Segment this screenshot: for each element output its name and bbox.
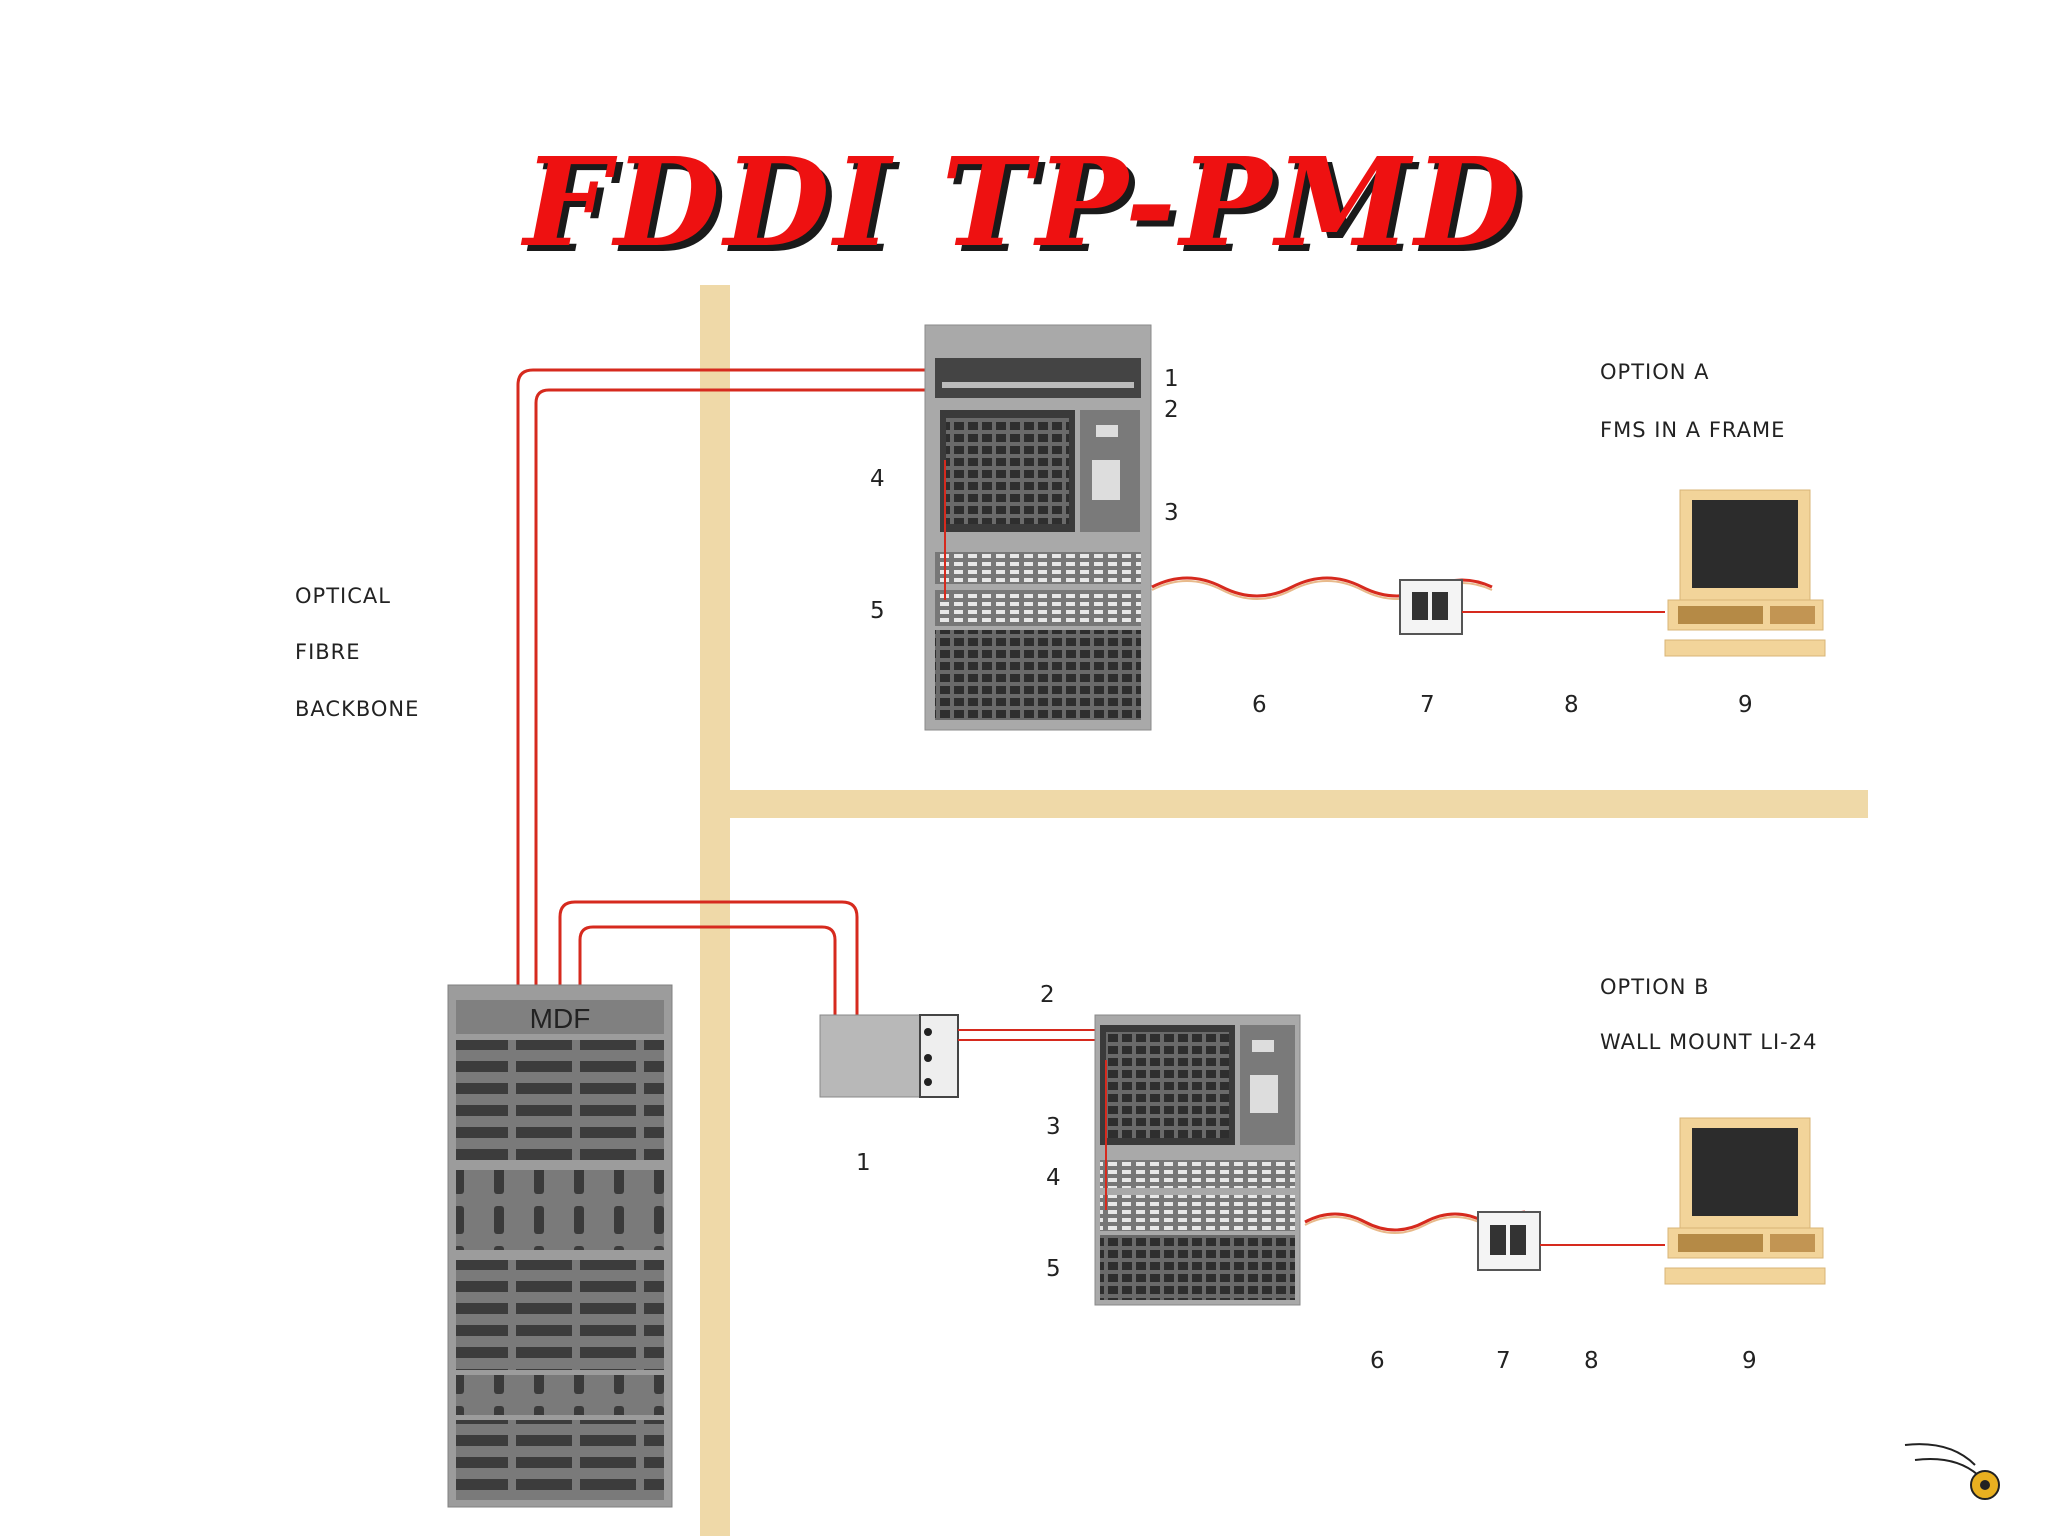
backbone-label-1: OPTICAL bbox=[295, 584, 391, 608]
option-a-num-8: 8 bbox=[1564, 692, 1579, 718]
option-b-link bbox=[1304, 1117, 1826, 1285]
option-a-num-4: 4 bbox=[870, 466, 885, 492]
backbone-label-2: FIBRE bbox=[295, 640, 361, 664]
workstation-b bbox=[1664, 1117, 1826, 1285]
option-b-num-2: 2 bbox=[1040, 982, 1055, 1008]
option-a-num-1: 1 bbox=[1164, 366, 1179, 392]
option-b-num-9: 9 bbox=[1742, 1348, 1757, 1374]
fibre-cable-upper-2 bbox=[534, 388, 925, 985]
option-a-num-9: 9 bbox=[1738, 692, 1753, 718]
wall-outlet-b bbox=[1477, 1211, 1541, 1271]
option-a-num-3: 3 bbox=[1164, 500, 1179, 526]
mdf-rack bbox=[447, 984, 673, 1508]
backbone-label-3: BACKBONE bbox=[295, 697, 420, 721]
riser-horizontal bbox=[730, 790, 1868, 818]
mdf-label: MDF bbox=[530, 1003, 591, 1034]
building-riser bbox=[700, 285, 1868, 1536]
fibre-cable-lower-2 bbox=[578, 925, 837, 1020]
option-a-num-6: 6 bbox=[1252, 692, 1267, 718]
workstation-a bbox=[1664, 489, 1826, 657]
option-b-subtitle: WALL MOUNT LI-24 bbox=[1600, 1030, 1818, 1054]
option-b-title: OPTION B bbox=[1600, 975, 1710, 999]
slide-title: FDDI TP-PMD bbox=[523, 130, 1525, 274]
option-b-num-8: 8 bbox=[1584, 1348, 1599, 1374]
option-a-subtitle: FMS IN A FRAME bbox=[1600, 418, 1786, 442]
fms-frame bbox=[924, 324, 1152, 731]
option-b-num-6: 6 bbox=[1370, 1348, 1385, 1374]
option-a-title: OPTION A bbox=[1600, 360, 1710, 384]
fibre-cable-upper-1 bbox=[516, 368, 925, 985]
option-a-num-7: 7 bbox=[1420, 692, 1435, 718]
option-a-num-5: 5 bbox=[870, 598, 885, 624]
wall-outlet-a bbox=[1399, 579, 1463, 635]
option-a-num-2: 2 bbox=[1164, 397, 1179, 423]
fibre-backbone-cables bbox=[516, 368, 925, 1020]
wall-mount-unit bbox=[1094, 1014, 1301, 1306]
option-b-num-1: 1 bbox=[856, 1150, 871, 1176]
riser-vertical bbox=[700, 285, 730, 1536]
option-b-num-7: 7 bbox=[1496, 1348, 1511, 1374]
fibre-cable-lower-1 bbox=[558, 900, 859, 1020]
option-b-num-3: 3 bbox=[1046, 1114, 1061, 1140]
logo-icon bbox=[1904, 1443, 2000, 1500]
option-b-num-4: 4 bbox=[1046, 1165, 1061, 1191]
option-a-link bbox=[1151, 489, 1826, 657]
splice-enclosure bbox=[819, 1014, 1095, 1098]
option-b-num-5: 5 bbox=[1046, 1256, 1061, 1282]
